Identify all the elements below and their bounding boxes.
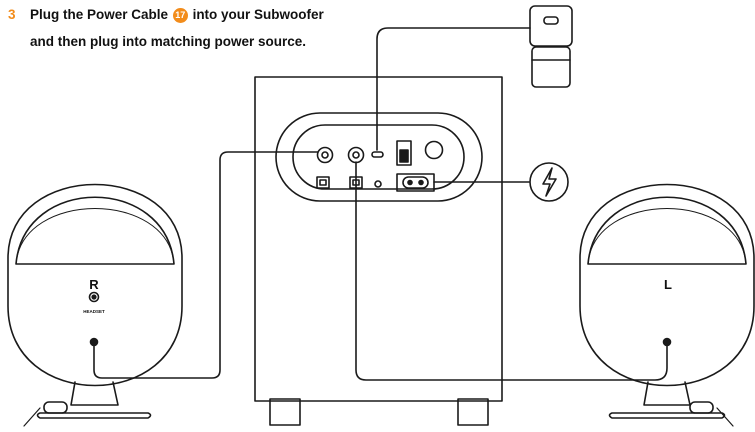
instruction-line-1: 3 Plug the Power Cable 17 into your Subwo… [8, 1, 324, 28]
subwoofer [254, 76, 530, 426]
optical-port-1 [316, 176, 330, 189]
connector-panel-inner [292, 124, 465, 190]
volume-knob-icon [424, 140, 444, 160]
left-speaker-cable [355, 161, 668, 381]
right-speaker-label: R [89, 277, 99, 292]
satellite-out-port [347, 146, 365, 164]
instruction-line-2: and then plug into matching power source… [30, 34, 307, 49]
right-speaker-top [15, 196, 175, 265]
power-adapter-icon [376, 5, 573, 151]
step-number: 3 [8, 7, 16, 22]
instruction-text-1: Plug the Power Cable [30, 7, 169, 22]
power-cable [376, 27, 531, 151]
headset-jack [88, 291, 100, 303]
small-jack [374, 180, 382, 188]
instruction-text-2: into your Subwoofer [192, 7, 324, 22]
connector-panel-outer [275, 112, 483, 202]
headset-label: HEADSET [83, 309, 105, 314]
left-speaker [579, 183, 755, 427]
left-speaker-label: L [664, 277, 672, 292]
callout-badge: 17 [172, 8, 188, 23]
left-speaker-top [587, 196, 747, 265]
power-port [371, 151, 384, 158]
power-switch-icon [396, 140, 412, 166]
lightning-bolt-icon [529, 162, 569, 202]
satellite-in-port [316, 146, 334, 164]
right-speaker-cable [93, 151, 319, 379]
instruction-step: 3 Plug the Power Cable 17 into your Subwo… [8, 1, 324, 55]
right-speaker [7, 183, 183, 427]
